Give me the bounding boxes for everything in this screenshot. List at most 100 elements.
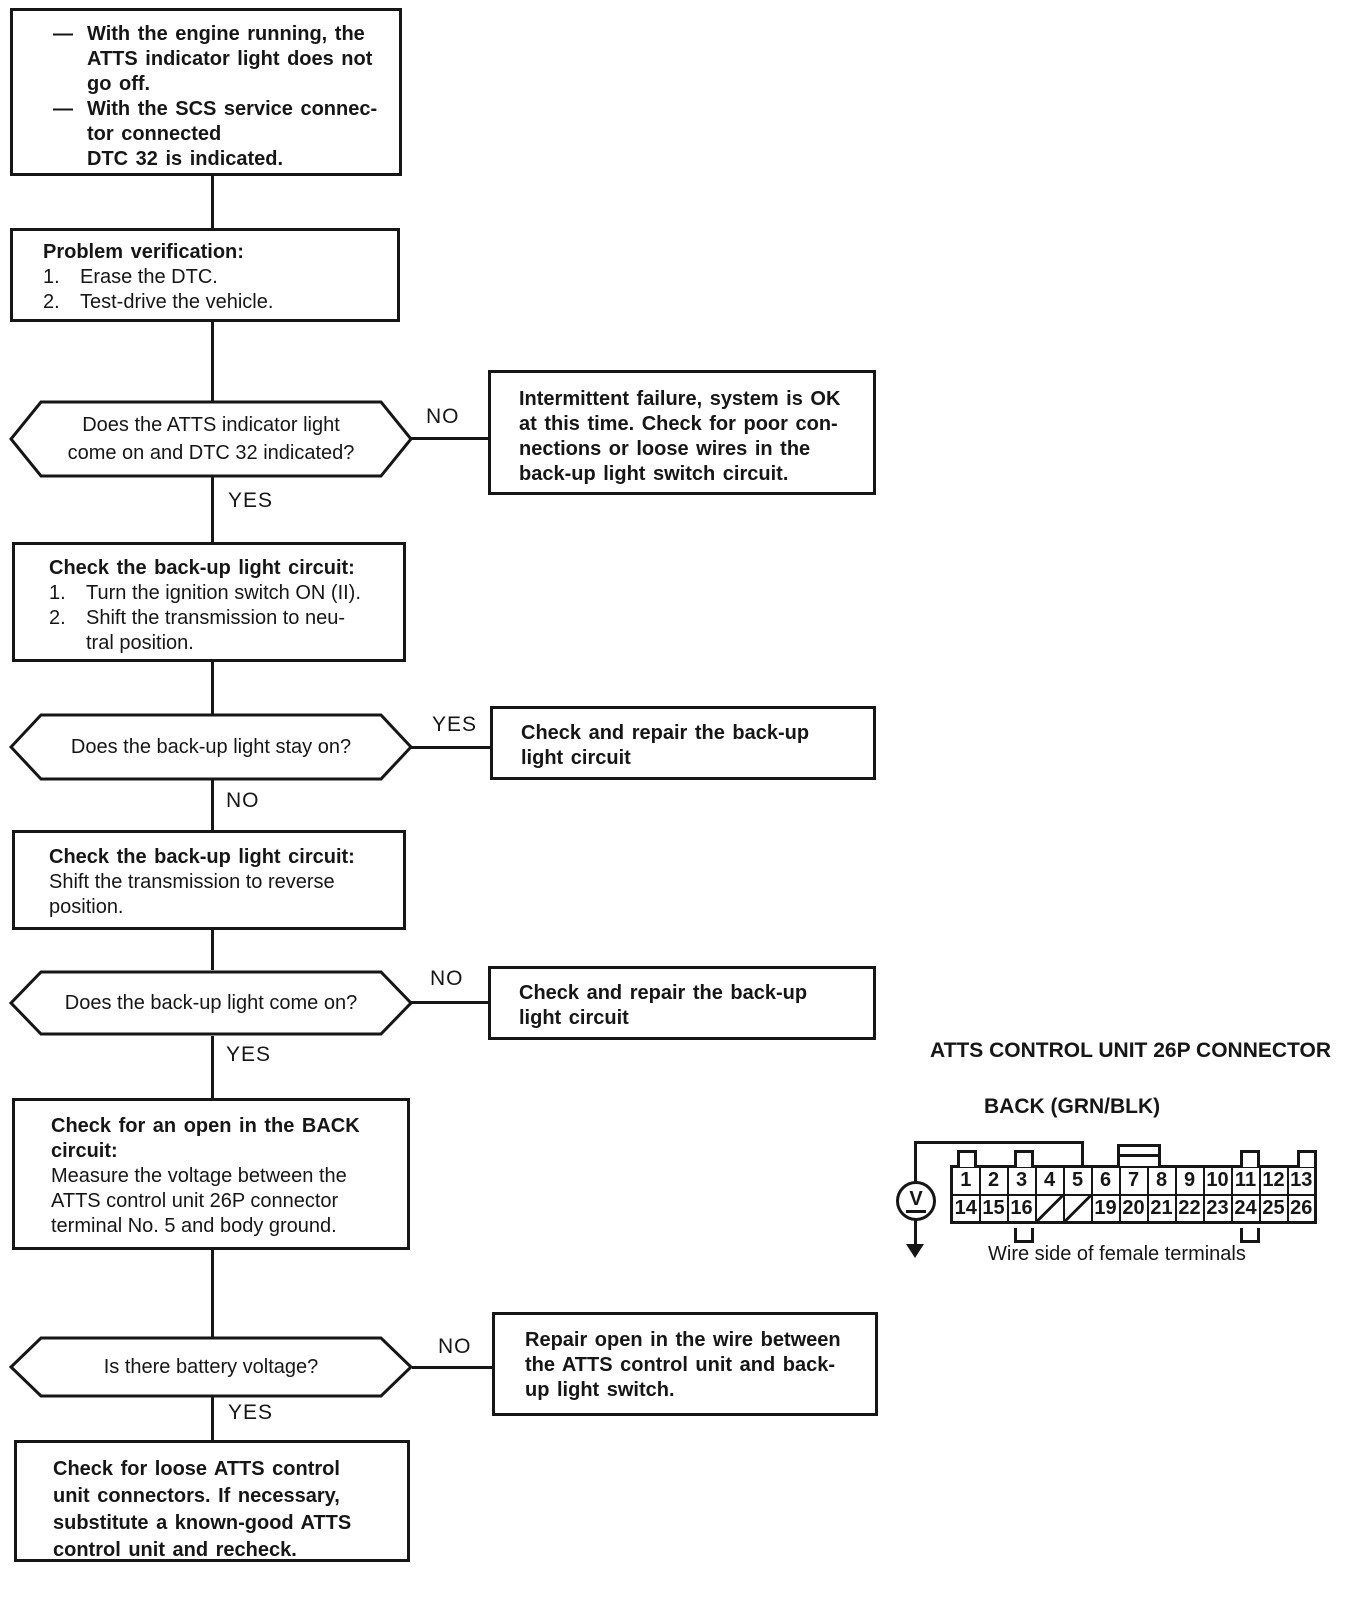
connector-line (211, 1036, 214, 1098)
branch-label-no: NO (438, 1335, 472, 1358)
latch-line (1120, 1154, 1158, 1157)
text-line: With the engine running, the (87, 23, 365, 45)
step-1: 1. Turn the ignition switch ON (II). (49, 581, 399, 606)
wire-label: BACK (GRN/BLK) (984, 1095, 1161, 1118)
connector-body: 1 2 3 4 5 6 7 8 9 10 11 12 13 14 15 16 1 (950, 1144, 1328, 1245)
connector-tab (957, 1150, 977, 1167)
text-line: at this time. Check for poor con- (519, 413, 838, 435)
text-line: Turn the ignition switch ON (II). (86, 582, 361, 604)
branch-label-yes: YES (432, 713, 478, 736)
intermittent-failure-box: Intermittent failure, system is OK at th… (488, 370, 876, 495)
terminal-cell: 7 (1118, 1165, 1149, 1196)
terminal-cell: 8 (1146, 1165, 1177, 1196)
connector-line (410, 1001, 488, 1004)
connector-tab (1240, 1228, 1260, 1243)
box-title-line: Check for an open in the BACK (51, 1115, 360, 1137)
connector-line (211, 930, 214, 970)
decision-text: Does the back-up light stay on? (9, 713, 413, 781)
step-number: 2. (49, 607, 66, 629)
terminal-cell: 15 (978, 1193, 1009, 1224)
terminal-cell: 12 (1258, 1165, 1289, 1196)
text-line: terminal No. 5 and body ground. (51, 1215, 337, 1237)
connector-title: ATTS CONTROL UNIT 26P CONNECTOR (930, 1039, 1331, 1062)
connector-line (211, 322, 214, 402)
terminal-cell: 24 (1230, 1193, 1261, 1224)
branch-label-no: NO (430, 967, 464, 990)
text-line: Check and repair the back-up (519, 982, 808, 1004)
symptom-bullet-2: — With the SCS service connec- tor conne… (53, 97, 393, 172)
connector-line (211, 1397, 214, 1440)
text-line: light circuit (521, 747, 631, 769)
text-line: come on and DTC 32 indicated? (67, 442, 355, 464)
check-open-back-circuit-box: Check for an open in the BACK circuit: M… (12, 1098, 410, 1250)
terminal-row-2: 14 15 16 19 20 21 22 23 24 25 26 (950, 1193, 1317, 1224)
text-line: ATTS indicator light does not (87, 48, 373, 70)
text-line: tral position. (86, 632, 194, 654)
terminal-cell: 11 (1230, 1165, 1261, 1196)
connector-tab (1014, 1228, 1034, 1243)
step-2: 2. Test-drive the vehicle. (43, 290, 391, 315)
terminal-cell: 21 (1146, 1193, 1177, 1224)
text-line: Does the back-up light come on? (64, 992, 358, 1014)
decision-indicator-light: Does the ATTS indicator light come on an… (9, 400, 413, 478)
text-line: unit connectors. If necessary, (53, 1485, 340, 1507)
connector-caption: Wire side of female terminals (988, 1243, 1246, 1265)
text-line: ATTS control unit 26P connector (51, 1190, 339, 1212)
text-line: DTC 32 is indicated. (87, 148, 284, 170)
terminal-row-1: 1 2 3 4 5 6 7 8 9 10 11 12 13 (950, 1165, 1317, 1196)
voltmeter-icon: V (896, 1181, 936, 1221)
decision-text: Is there battery voltage? (9, 1336, 413, 1398)
connector-line (211, 1250, 214, 1337)
terminal-cell: 26 (1286, 1193, 1317, 1224)
step-number: 1. (43, 266, 60, 288)
text-line: Check for loose ATTS control (53, 1458, 340, 1480)
repair-backup-circuit-box-1: Check and repair the back-up light circu… (490, 706, 876, 780)
terminal-cell: 20 (1118, 1193, 1149, 1224)
text-line: Is there battery voltage? (103, 1356, 319, 1378)
text-line: light circuit (519, 1007, 629, 1029)
step-number: 2. (43, 291, 60, 313)
box-title: Problem verification: (43, 241, 244, 263)
step-2: 2. Shift the transmission to neu- tral p… (49, 606, 399, 656)
branch-label-no: NO (426, 405, 460, 428)
text-line: go off. (87, 73, 151, 95)
text-line: With the SCS service connec- (87, 98, 378, 120)
symptom-bullet-1: — With the engine running, the ATTS indi… (53, 22, 393, 97)
decision-shape (9, 1336, 413, 1398)
ground-arrow-icon (906, 1244, 924, 1258)
branch-label-yes: YES (226, 1043, 272, 1066)
probe-wire (914, 1141, 917, 1183)
connector-tab (1240, 1150, 1260, 1167)
symptom-box: — With the engine running, the ATTS indi… (10, 8, 402, 176)
text-line: substitute a known-good ATTS (53, 1512, 352, 1534)
terminal-cell: 16 (1006, 1193, 1037, 1224)
voltmeter-symbol: V (906, 1189, 926, 1213)
blocked-terminal-cell (1034, 1193, 1065, 1224)
connector-line (211, 780, 214, 830)
terminal-cell: 25 (1258, 1193, 1289, 1224)
terminal-cell: 22 (1174, 1193, 1205, 1224)
decision-text: Does the back-up light come on? (9, 970, 413, 1036)
text-line: the ATTS control unit and back- (525, 1354, 835, 1376)
final-check-box: Check for loose ATTS control unit connec… (14, 1440, 410, 1562)
text-line: nections or loose wires in the (519, 438, 811, 460)
text-line: Erase the DTC. (80, 266, 218, 288)
terminal-cell: 4 (1034, 1165, 1065, 1196)
box-title: Check the back-up light circuit: (49, 846, 355, 868)
text-line: Test-drive the vehicle. (80, 291, 274, 313)
text-line: back-up light switch circuit. (519, 463, 789, 485)
text-line: Shift the transmission to reverse (49, 871, 335, 893)
box-title-line: circuit: (51, 1140, 118, 1162)
text-line: up light switch. (525, 1379, 675, 1401)
connector-latch (1117, 1144, 1161, 1166)
terminal-cell: 9 (1174, 1165, 1205, 1196)
text-line: control unit and recheck. (53, 1539, 297, 1561)
connector-line (410, 437, 488, 440)
connector-tab (1014, 1150, 1034, 1167)
terminal-cell: 5 (1062, 1165, 1093, 1196)
connector-line (211, 176, 214, 228)
branch-label-yes: YES (228, 1401, 274, 1424)
repair-backup-circuit-box-2: Check and repair the back-up light circu… (488, 966, 876, 1040)
blocked-terminal-cell (1062, 1193, 1093, 1224)
